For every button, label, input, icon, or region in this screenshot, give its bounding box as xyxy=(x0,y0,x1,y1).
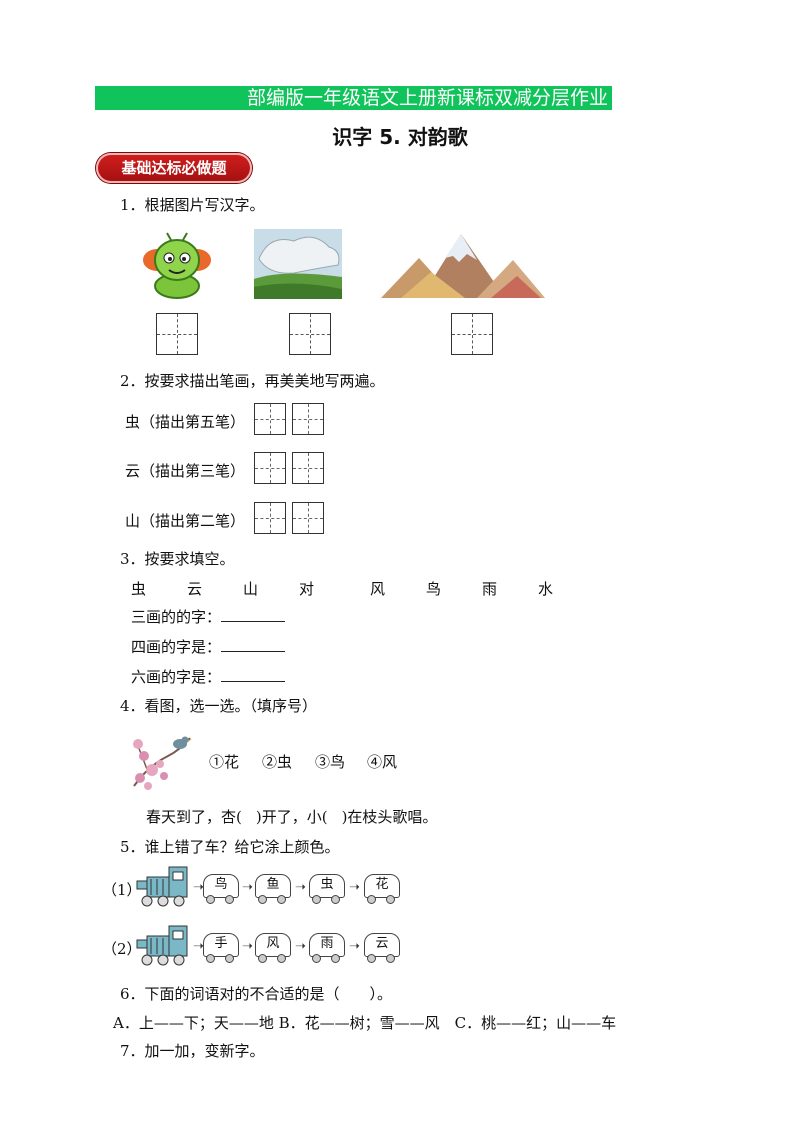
car-label: 花 xyxy=(375,877,389,892)
wheel-icon xyxy=(312,954,321,963)
wheel-icon xyxy=(206,895,215,904)
writing-box[interactable] xyxy=(292,403,324,435)
writing-box[interactable] xyxy=(254,452,286,484)
fill-line-label: 三画的的字： xyxy=(131,608,222,626)
char-option: 山 xyxy=(243,580,259,598)
fill-line-label: 六画的字是： xyxy=(131,668,222,686)
wheel-icon xyxy=(386,954,395,963)
question-6: 6．下面的词语对的不合适的是（ ）。 xyxy=(120,985,393,1003)
question-7: 7．加一加，变新字。 xyxy=(120,1042,265,1060)
wheel-icon xyxy=(386,895,395,904)
train-engine-icon xyxy=(133,863,193,907)
wheel-icon xyxy=(367,954,376,963)
writing-box[interactable] xyxy=(254,403,286,435)
answer-blank[interactable] xyxy=(221,667,286,682)
wheel-icon xyxy=(312,895,321,904)
writing-box[interactable] xyxy=(292,502,324,534)
sentence-part: 春天到了，杏( xyxy=(146,808,242,826)
train-car[interactable]: 云 xyxy=(364,933,400,957)
char-option: 虫 xyxy=(131,580,147,598)
stroke-row-label: 虫（描出第五笔） xyxy=(125,413,246,431)
stroke-row-label: 山（描出第二笔） xyxy=(125,512,246,530)
question-4: 4．看图，选一选。（填序号） xyxy=(120,697,318,715)
car-label: 虫 xyxy=(320,877,334,892)
train-label: （2） xyxy=(102,940,142,958)
arrow-icon: ➝ xyxy=(193,880,204,895)
writing-box[interactable] xyxy=(451,313,493,355)
choice-option: ④风 xyxy=(367,753,398,771)
blossom-bird-image xyxy=(128,726,194,792)
wheel-icon xyxy=(277,895,286,904)
choice-option: ②虫 xyxy=(262,753,293,771)
wheel-icon xyxy=(258,954,267,963)
train-car[interactable]: 雨 xyxy=(309,933,345,957)
banner: 部编版一年级语文上册新课标双减分层作业 xyxy=(95,86,612,110)
train-car[interactable]: 鸟 xyxy=(203,874,239,898)
stroke-row-label: 云（描出第三笔） xyxy=(125,462,246,480)
car-label: 雨 xyxy=(320,936,334,951)
writing-box[interactable] xyxy=(289,313,331,355)
answer-blank[interactable] xyxy=(221,607,286,622)
cloud-image xyxy=(254,229,342,299)
arrow-icon: ➝ xyxy=(242,939,253,954)
arrow-icon: ➝ xyxy=(349,939,360,954)
wheel-icon xyxy=(206,954,215,963)
page-title: 识字 5. 对韵歌 xyxy=(332,125,468,149)
sentence-part: )在枝头歌唱。 xyxy=(341,808,438,826)
writing-box[interactable] xyxy=(156,313,198,355)
wheel-icon xyxy=(331,954,340,963)
mountain-image xyxy=(381,230,545,298)
caterpillar-image xyxy=(137,230,215,302)
char-option: 水 xyxy=(538,580,554,598)
fill-line: 四画的字是： xyxy=(131,636,286,657)
car-label: 风 xyxy=(266,936,280,951)
char-option: 对 xyxy=(299,580,315,598)
char-option: 雨 xyxy=(482,580,498,598)
train-car[interactable]: 风 xyxy=(255,933,291,957)
fill-line: 三画的的字： xyxy=(131,606,286,627)
car-label: 鸟 xyxy=(214,877,228,892)
wheel-icon xyxy=(331,895,340,904)
char-option: 云 xyxy=(187,580,203,598)
wheel-icon xyxy=(258,895,267,904)
train-car[interactable]: 花 xyxy=(364,874,400,898)
train-car[interactable]: 鱼 xyxy=(255,874,291,898)
choice-option: ①花 xyxy=(209,753,240,771)
train-car[interactable]: 手 xyxy=(203,933,239,957)
writing-box[interactable] xyxy=(292,452,324,484)
car-label: 云 xyxy=(375,936,389,951)
question-5: 5．谁上错了车？给它涂上颜色。 xyxy=(120,838,340,856)
train-label: （1） xyxy=(102,881,142,899)
question-6-options: A．上——下；天——地 B．花——树；雪——风 C．桃——红；山——车 xyxy=(113,1014,617,1032)
question-2: 2．按要求描出笔画，再美美地写两遍。 xyxy=(120,372,385,390)
sentence-part: )开了，小( xyxy=(255,808,328,826)
wheel-icon xyxy=(225,895,234,904)
question-1: 1．根据图片写汉字。 xyxy=(120,196,265,214)
car-label: 手 xyxy=(214,936,228,951)
arrow-icon: ➝ xyxy=(295,880,306,895)
choice-option: ③鸟 xyxy=(315,753,346,771)
wheel-icon xyxy=(225,954,234,963)
question-3: 3．按要求填空。 xyxy=(120,550,235,568)
char-option: 风 xyxy=(370,580,386,598)
arrow-icon: ➝ xyxy=(295,939,306,954)
arrow-icon: ➝ xyxy=(193,939,204,954)
char-option: 鸟 xyxy=(426,580,442,598)
writing-box[interactable] xyxy=(254,502,286,534)
arrow-icon: ➝ xyxy=(242,880,253,895)
train-engine-icon xyxy=(133,922,193,966)
section-badge: 基础达标必做题 xyxy=(96,153,252,183)
answer-blank[interactable] xyxy=(221,637,286,652)
wheel-icon xyxy=(277,954,286,963)
car-label: 鱼 xyxy=(266,877,280,892)
fill-line: 六画的字是： xyxy=(131,666,286,687)
arrow-icon: ➝ xyxy=(349,880,360,895)
wheel-icon xyxy=(367,895,376,904)
fill-line-label: 四画的字是： xyxy=(131,638,222,656)
train-car[interactable]: 虫 xyxy=(309,874,345,898)
fill-sentence: 春天到了，杏( )开了，小( )在枝头歌唱。 xyxy=(146,806,437,827)
